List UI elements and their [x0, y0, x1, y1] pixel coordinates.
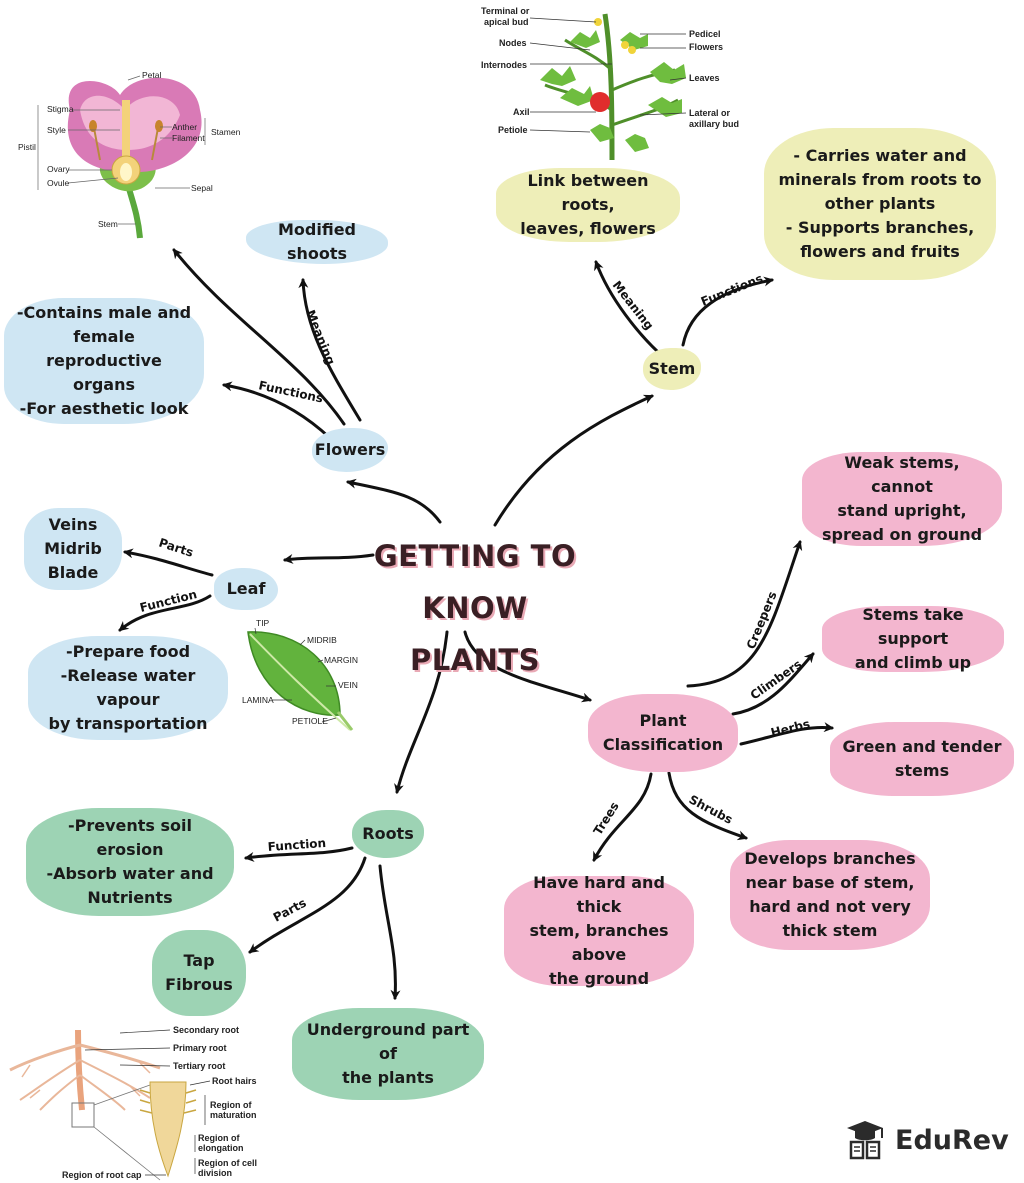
arrow-center-to-flowers — [346, 478, 442, 524]
arrow-stem-to-functions — [681, 276, 774, 347]
flower-label-ovule: Ovule — [47, 178, 69, 188]
classification-node: Plant Classification — [588, 694, 738, 772]
flower-label-pistil: Pistil — [18, 142, 36, 152]
arrow-flowers-to-meaning — [298, 278, 362, 422]
leaf-function-box: -Prepare food -Release water vapour by t… — [28, 636, 228, 740]
arrow-flowers-to-image — [172, 248, 346, 426]
plant-label-flowers: Flowers — [689, 42, 723, 52]
climbers-box: Stems take support and climb up — [822, 605, 1004, 672]
arrow-center-to-stem — [493, 394, 654, 527]
leaf-label-margin: MARGIN — [324, 655, 358, 665]
leaf-label-tip: TIP — [256, 618, 270, 628]
roots-function-box: -Prevents soil erosion -Absorb water and… — [26, 808, 234, 916]
root-label-cell-division-1: Region of cell — [198, 1158, 257, 1168]
root-label-root-cap: Region of root cap — [62, 1170, 142, 1180]
arrow-roots-to-meaning — [378, 864, 401, 1000]
root-label-root-hairs: Root hairs — [212, 1076, 257, 1086]
arrow-leaf-to-parts — [123, 548, 214, 577]
roots-parts-box: Tap Fibrous — [152, 930, 246, 1016]
arrow-center-to-roots — [394, 630, 449, 794]
flowers-meaning-box: Modified shoots — [246, 220, 388, 264]
root-label-cell-division-2: division — [198, 1168, 232, 1178]
arrow-class-to-herbs — [739, 722, 834, 746]
flowers-functions-box: -Contains male and female reproductive o… — [4, 298, 204, 424]
leaf-label-lamina: LAMINA — [242, 695, 274, 705]
plant-label-leaves: Leaves — [689, 73, 720, 83]
edge-label-flowers-functions: Functions — [257, 378, 324, 405]
roots-node: Roots — [352, 810, 424, 858]
root-label-secondary: Secondary root — [173, 1025, 239, 1035]
arrow-center-to-leaf — [283, 553, 375, 564]
flower-label-sepal: Sepal — [191, 183, 213, 193]
arrow-class-to-trees — [592, 772, 653, 862]
flower-label-stem: Stem — [98, 219, 118, 229]
edge-label-stem-functions: Functions — [699, 271, 765, 309]
arrow-stem-to-meaning — [594, 260, 660, 354]
plant-label-nodes: Nodes — [499, 38, 527, 48]
root-label-elongation-1: Region of — [198, 1133, 240, 1143]
plant-label-terminal-bud-1: Terminal or — [481, 6, 530, 16]
root-label-tertiary: Tertiary root — [173, 1061, 225, 1071]
arrow-class-to-shrubs — [667, 771, 748, 841]
leaf-label-vein: VEIN — [338, 680, 358, 690]
arrow-flowers-to-functions — [222, 381, 332, 440]
edge-label-trees: Trees — [591, 799, 622, 837]
arrow-roots-to-function — [244, 846, 354, 862]
root-label-elongation-2: elongation — [198, 1143, 244, 1153]
stem-node: Stem — [643, 348, 701, 390]
root-label-maturation-2: maturation — [210, 1110, 257, 1120]
edurev-logo: EduRev — [843, 1118, 1009, 1162]
flower-label-filament: Filament — [172, 133, 205, 143]
flower-label-anther: Anther — [172, 122, 197, 132]
brand-name: EduRev — [895, 1124, 1009, 1156]
edge-label-roots-function: Function — [267, 836, 326, 854]
arrow-leaf-to-function — [118, 594, 212, 632]
plant-label-internodes: Internodes — [481, 60, 527, 70]
plant-label-petiole: Petiole — [498, 125, 528, 135]
flower-label-ovary: Ovary — [47, 164, 70, 174]
leaf-diagram-illustration — [247, 631, 354, 731]
root-diagram-illustration — [9, 1029, 197, 1181]
arrow-roots-to-parts — [248, 856, 367, 954]
stem-functions-box: - Carries water and minerals from roots … — [764, 128, 996, 280]
plant-diagram-illustration — [540, 13, 686, 161]
leaf-label-midrib: MIDRIB — [307, 635, 337, 645]
flower-label-petal: Petal — [142, 70, 161, 80]
plant-label-axil: Axil — [513, 107, 530, 117]
flower-label-stigma: Stigma — [47, 104, 74, 114]
plant-label-terminal-bud-2: apical bud — [484, 17, 529, 27]
root-label-primary: Primary root — [173, 1043, 227, 1053]
leaf-node: Leaf — [214, 568, 278, 610]
creepers-box: Weak stems, cannot stand upright, spread… — [802, 452, 1002, 546]
plant-label-lateral-bud-2: axillary bud — [689, 119, 739, 129]
root-label-maturation-1: Region of — [210, 1100, 252, 1110]
plant-label-lateral-bud-1: Lateral or — [689, 108, 731, 118]
herbs-box: Green and tender stems — [830, 722, 1014, 796]
graduation-cap-book-icon — [847, 1121, 883, 1160]
leaf-parts-box: Veins Midrib Blade — [24, 508, 122, 590]
edge-label-herbs: Herbs — [769, 717, 811, 740]
leaf-label-petiole: PETIOLE — [292, 716, 328, 726]
arrow-class-to-climbers — [731, 652, 815, 716]
roots-meaning-box: Underground part of the plants — [292, 1008, 484, 1100]
flower-label-style: Style — [47, 125, 66, 135]
shrubs-box: Develops branches near base of stem, har… — [730, 840, 930, 950]
edge-label-flowers-meaning: Meaning — [303, 308, 338, 367]
central-title: GETTING TO KNOW PLANTS — [373, 539, 577, 677]
arrow-center-to-classification — [463, 630, 592, 703]
edge-label-shrubs: Shrubs — [687, 792, 735, 827]
arrow-class-to-creepers — [686, 540, 803, 688]
flower-diagram-illustration — [67, 77, 202, 239]
trees-box: Have hard and thick stem, branches above… — [504, 873, 694, 988]
plant-label-pedicel: Pedicel — [689, 29, 721, 39]
stem-meaning-box: Link between roots, leaves, flowers — [496, 168, 680, 242]
edge-label-leaf-parts: Parts — [157, 536, 195, 560]
flower-label-stamen: Stamen — [211, 127, 241, 137]
edge-label-climbers: Climbers — [748, 657, 805, 702]
flowers-node: Flowers — [312, 428, 388, 472]
